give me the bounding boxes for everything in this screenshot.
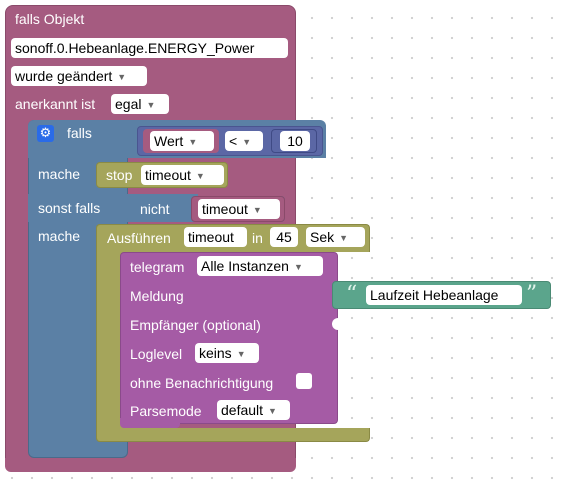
- loglevel-dropdown[interactable]: keins ▼: [195, 343, 259, 363]
- operator-dropdown[interactable]: <▼: [225, 131, 263, 151]
- chevron-down-icon: ▼: [242, 137, 252, 147]
- instance-value: Alle Instanzen: [201, 258, 289, 274]
- chevron-down-icon: ▼: [188, 137, 198, 147]
- operator-value: <: [229, 133, 238, 149]
- parsemode-dropdown[interactable]: default ▼: [217, 400, 290, 420]
- chevron-down-icon: ▼: [195, 171, 205, 181]
- silent-checkbox[interactable]: [296, 373, 312, 389]
- telegram-label: telegram: [130, 259, 185, 275]
- stop-variable-dropdown[interactable]: timeout ▼: [141, 165, 224, 185]
- not-variable-value: timeout: [202, 201, 248, 217]
- silent-label: ohne Benachrichtigung: [130, 375, 274, 391]
- ack-dropdown[interactable]: egal ▼: [111, 94, 169, 114]
- timeout-unit-dropdown[interactable]: Sek ▼: [306, 227, 365, 247]
- timeout-delay-field[interactable]: 45: [270, 227, 298, 247]
- timeout-label: Ausführen: [107, 230, 171, 246]
- do-label: mache: [38, 166, 81, 182]
- message-label: Meldung: [130, 288, 184, 304]
- chevron-down-icon: ▼: [117, 72, 127, 82]
- event-block-footer: [5, 458, 296, 472]
- object-id-field[interactable]: sonoff.0.Hebeanlage.ENERGY_Power: [11, 38, 288, 58]
- telegram-block[interactable]: [120, 252, 338, 424]
- variable-dropdown[interactable]: Wert ▼: [150, 131, 214, 151]
- parsemode-value: default: [221, 402, 264, 418]
- chevron-down-icon: ▼: [146, 100, 156, 110]
- recipients-label: Empfänger (optional): [130, 317, 261, 333]
- timeout-name-field[interactable]: timeout: [184, 227, 247, 247]
- instance-dropdown[interactable]: Alle Instanzen ▼: [197, 256, 323, 276]
- event-title: falls Objekt: [15, 11, 85, 27]
- telegram-footer: [120, 418, 180, 428]
- gear-icon[interactable]: ⚙: [37, 125, 54, 142]
- stop-label: stop: [106, 167, 133, 183]
- variable-value: Wert: [154, 133, 184, 149]
- loglevel-value: keins: [199, 345, 232, 361]
- open-quote-icon: “: [346, 282, 358, 307]
- trigger-dropdown[interactable]: wurde geändert ▼: [11, 66, 147, 86]
- trigger-value: wurde geändert: [15, 68, 113, 84]
- text-value-field[interactable]: Laufzeit Hebeanlage: [366, 285, 522, 305]
- if-label: falls: [67, 125, 92, 141]
- chevron-down-icon: ▼: [268, 406, 277, 416]
- timeout-in-label: in: [252, 230, 263, 246]
- parsemode-label: Parsemode: [130, 403, 202, 419]
- loglevel-label: Loglevel: [130, 346, 183, 362]
- number-field[interactable]: 10: [280, 131, 310, 151]
- else-if-label: sonst falls: [38, 200, 101, 216]
- chevron-down-icon: ▼: [293, 262, 303, 272]
- chevron-down-icon: ▼: [236, 349, 246, 359]
- not-label: nicht: [140, 201, 170, 217]
- chevron-down-icon: ▼: [252, 205, 262, 215]
- chevron-down-icon: ▼: [339, 233, 349, 243]
- recipients-input-notch: [332, 318, 338, 330]
- not-variable-dropdown[interactable]: timeout ▼: [198, 199, 280, 219]
- do2-label: mache: [38, 228, 81, 244]
- timeout-unit-value: Sek: [310, 229, 335, 245]
- timeout-footer: [96, 428, 370, 442]
- ack-label: anerkannt ist: [15, 96, 96, 112]
- ack-value: egal: [115, 96, 142, 112]
- close-quote-icon: ”: [526, 282, 538, 307]
- stop-variable-value: timeout: [145, 167, 191, 183]
